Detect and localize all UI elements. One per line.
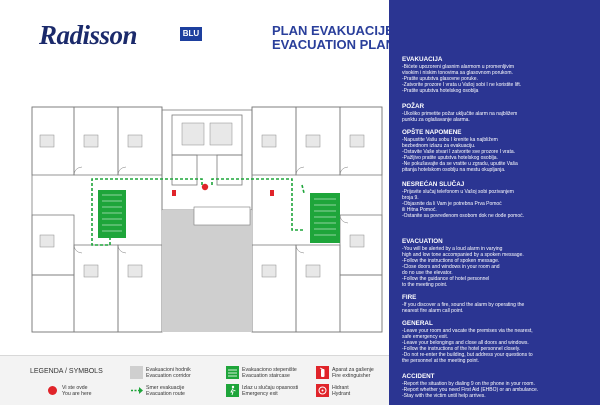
staircase-legend-icon <box>226 366 239 379</box>
staircase-left <box>98 190 126 238</box>
section-heading: FIRE <box>402 294 417 301</box>
section-pozar: POŽAR -Ukoliko primetite požar uključite… <box>402 103 597 123</box>
extinguisher-icon <box>172 190 176 196</box>
central-core <box>162 210 252 332</box>
section-text: -You will be alerted by a loud alarm in … <box>402 246 524 288</box>
page-title: PLAN EVAKUACIJE EVACUATION PLAN <box>272 24 395 52</box>
section-nesrecan-slucaj: NESREĆAN SLUČAJ -Prijavite slučaj telefo… <box>402 181 597 219</box>
section-heading: NESREĆAN SLUČAJ <box>402 181 465 188</box>
logo-wordmark: Radisson <box>39 20 138 50</box>
section-accident: ACCIDENT -Report the situation by dialin… <box>402 373 597 399</box>
section-text: -Leave your room and vacate the premises… <box>402 328 533 364</box>
title-english: EVACUATION PLAN <box>272 37 396 52</box>
legend-extinguisher: Aparat za gašenje Fire extinguisher <box>332 367 374 379</box>
section-text: -If you discover a fire, sound the alarm… <box>402 302 525 314</box>
legend-title: LEGENDA / SYMBOLS <box>30 368 103 375</box>
section-heading: ACCIDENT <box>402 373 435 380</box>
section-heading: EVAKUACIJA <box>402 56 443 63</box>
legend: LEGENDA / SYMBOLS Vi ste ovde You are he… <box>0 355 389 405</box>
legend-staircase: Evakuaciono stepenište Evacuation stairc… <box>242 367 297 379</box>
section-text: -Prijavite slučaj telefonom u Vašoj sobi… <box>402 189 525 219</box>
legend-you-are-here: Vi ste ovde You are here <box>62 385 92 397</box>
section-fire: FIRE -If you discover a fire, sound the … <box>402 294 597 314</box>
extinguisher-legend-icon <box>316 366 329 379</box>
staircase-right <box>310 193 340 243</box>
section-text: -Napustite Vašu sobu I krenite ka najbli… <box>402 137 518 173</box>
extinguisher-icon <box>270 190 274 196</box>
section-opste-napomene: OPŠTE NAPOMENE -Napustite Vašu sobu I kr… <box>402 129 597 173</box>
exit-sign-icon <box>226 384 239 397</box>
floor-plan <box>31 106 383 333</box>
legend-route: Smer evakuacije Evacuation route <box>146 385 185 397</box>
section-heading: POŽAR <box>402 103 425 110</box>
section-general: GENERAL -Leave your room and vacate the … <box>402 320 597 364</box>
section-text: -Bićete upozoreni glasnim alarmom u prom… <box>402 64 522 94</box>
legend-corridor: Evakuacioni hodnik Evacuation corridor <box>146 367 191 379</box>
section-heading: GENERAL <box>402 320 433 327</box>
logo-badge: BLU <box>180 27 202 41</box>
section-heading: EVACUATION <box>402 238 443 245</box>
corridor-legend-icon <box>130 366 143 379</box>
section-evacuation: EVACUATION -You will be alerted by a lou… <box>402 238 597 288</box>
you-are-here-marker <box>201 183 209 191</box>
section-heading: OPŠTE NAPOMENE <box>402 129 462 136</box>
hydrant-legend-icon <box>316 384 329 397</box>
title-serbian: PLAN EVAKUACIJE <box>272 23 394 38</box>
section-evakuacija: EVAKUACIJA -Bićete upozoreni glasnim ala… <box>402 56 597 94</box>
legend-hydrant: Hidrant Hydrant <box>332 385 351 397</box>
you-are-here-legend-icon <box>46 384 59 397</box>
route-arrow-icon <box>130 384 143 397</box>
legend-exit: Izlaz u slučaju opasnosti Emergency exit <box>242 385 299 397</box>
section-text: -Ukoliko primetite požar uključite alarm… <box>402 111 518 123</box>
section-text: -Report the situation by dialing 9 on th… <box>402 381 539 399</box>
evacuation-route <box>91 178 305 246</box>
instructions-panel: EVAKUACIJA -Bićete upozoreni glasnim ala… <box>389 0 600 405</box>
